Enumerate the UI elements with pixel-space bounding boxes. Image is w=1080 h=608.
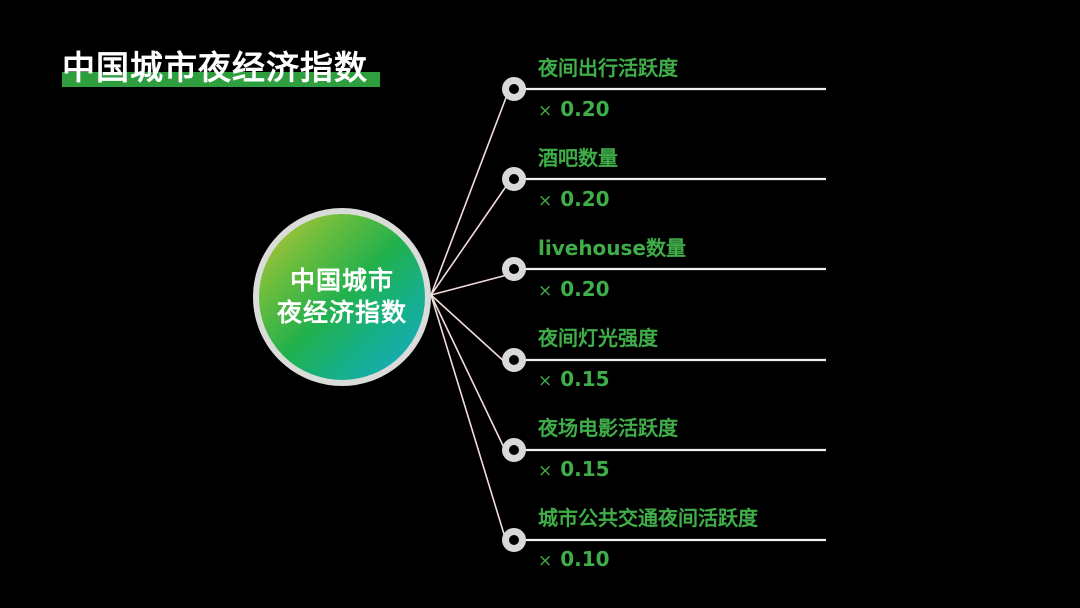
spoke-5 xyxy=(430,294,508,455)
weight-value: 0.20 xyxy=(560,277,610,301)
node-ring-icon xyxy=(502,348,526,372)
item-label-night-travel: 夜间出行活跃度 xyxy=(538,56,678,80)
title-highlight-bar xyxy=(62,72,380,87)
spoke-2 xyxy=(430,184,508,296)
title-text: 中国城市夜经济指数 xyxy=(62,48,368,87)
item-label-livehouse: livehouse数量 xyxy=(538,236,686,260)
node-ring-icon xyxy=(502,167,526,191)
weight-value: 0.20 xyxy=(560,187,610,211)
item-label-night-lights: 夜间灯光强度 xyxy=(538,326,658,350)
item-weight-public-transit: × 0.10 xyxy=(538,546,610,574)
multiply-icon: × xyxy=(538,371,553,391)
weight-value: 0.10 xyxy=(560,547,610,571)
multiply-icon: × xyxy=(538,551,553,571)
multiply-icon: × xyxy=(538,191,553,211)
spoke-6 xyxy=(430,294,508,545)
multiply-icon: × xyxy=(538,461,553,481)
node-ring-icon xyxy=(502,438,526,462)
item-weight-night-lights: × 0.15 xyxy=(538,366,610,394)
item-weight-bars: × 0.20 xyxy=(538,186,610,214)
weight-value: 0.15 xyxy=(560,367,610,391)
item-label-public-transit: 城市公共交通夜间活跃度 xyxy=(538,506,758,530)
hub-circle: 中国城市 夜经济指数 xyxy=(253,208,431,386)
spoke-3 xyxy=(430,274,508,296)
node-ring-icon xyxy=(502,528,526,552)
slide-title: 中国城市夜经济指数 xyxy=(62,46,380,90)
hub-text-line2: 夜经济指数 xyxy=(276,298,407,327)
item-label-night-cinema: 夜场电影活跃度 xyxy=(538,416,678,440)
item-weight-night-travel: × 0.20 xyxy=(538,96,610,124)
weight-value: 0.15 xyxy=(560,457,610,481)
spoke-4 xyxy=(430,294,508,365)
multiply-icon: × xyxy=(538,101,553,121)
node-ring-icon xyxy=(502,257,526,281)
spoke-1 xyxy=(430,94,508,296)
item-label-bars: 酒吧数量 xyxy=(538,146,618,170)
node-ring-icon xyxy=(502,77,526,101)
item-weight-night-cinema: × 0.15 xyxy=(538,456,610,484)
item-weight-livehouse: × 0.20 xyxy=(538,276,610,304)
weight-value: 0.20 xyxy=(560,97,610,121)
hub-text-line1: 中国城市 xyxy=(289,266,394,295)
multiply-icon: × xyxy=(538,281,553,301)
